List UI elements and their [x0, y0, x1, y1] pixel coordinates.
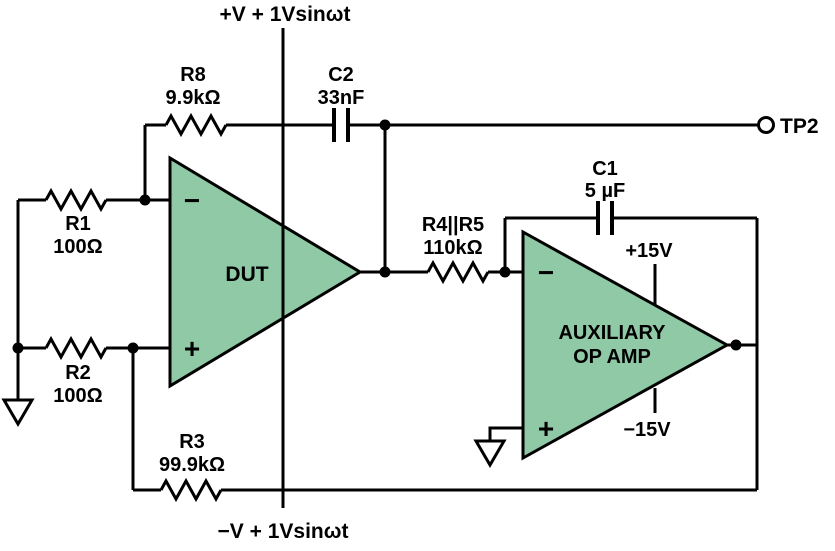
resistor-symbols [44, 112, 490, 503]
ground-symbol-aux [473, 439, 507, 468]
r4r5-ref-label: R4||R5 [422, 214, 484, 236]
dut-inverting-sign: − [184, 185, 200, 216]
r2-value-label: 100Ω [53, 385, 102, 407]
r1-value-label: 100Ω [53, 236, 102, 258]
r3-value-label: 99.9kΩ [159, 454, 225, 476]
r8-ref-label: R8 [180, 64, 206, 86]
r2-ref-label: R2 [65, 362, 91, 384]
junction-dot [730, 339, 742, 351]
resistor-r8-symbol [164, 112, 228, 138]
aux-label-line1: AUXILIARY [558, 322, 666, 344]
resistor-r2-symbol [44, 335, 108, 361]
junction-dot [139, 194, 151, 206]
resistor-r4r5-symbol [426, 259, 490, 285]
junction-dot [12, 342, 24, 354]
bottom-rail-label: −V + 1Vsinωt [218, 520, 349, 543]
c1-ref-label: C1 [592, 158, 618, 180]
aux-label-line2: OP AMP [573, 346, 651, 368]
aux-opamp-body [521, 229, 731, 461]
wires [16, 28, 759, 508]
r1-ref-label: R1 [65, 213, 91, 235]
aux-inverting-sign: − [538, 257, 554, 288]
c2-value-label: 33nF [318, 87, 365, 109]
junction-dot [127, 342, 139, 354]
aux-negative-supply-label: −15V [623, 419, 671, 441]
capacitor-symbols [332, 108, 614, 235]
r4r5-value-label: 110kΩ [423, 237, 482, 259]
resistor-r3-symbol [159, 477, 223, 503]
r3-ref-label: R3 [179, 431, 205, 453]
aux-noninverting-ground-wire [488, 426, 523, 441]
r8-value-label: 9.9kΩ [166, 87, 221, 109]
junction-dots [12, 119, 742, 354]
junction-dot [499, 266, 511, 278]
resistor-r1-symbol [44, 187, 108, 213]
top-rail-label: +V + 1Vsinωt [220, 3, 351, 26]
c1-value-label: 5 µF [585, 180, 625, 202]
junction-dot [379, 119, 391, 131]
dut-label: DUT [225, 263, 268, 286]
dut-noninverting-sign: + [184, 333, 200, 364]
tp2-terminal [757, 116, 775, 134]
aux-positive-supply-label: +15V [625, 240, 673, 262]
junction-dot [379, 266, 391, 278]
c2-ref-label: C2 [328, 64, 354, 86]
dut-opamp-body [168, 155, 363, 389]
aux-noninverting-sign: + [538, 413, 554, 444]
ground-symbol-left [1, 398, 35, 427]
tp2-label: TP2 [780, 115, 819, 138]
